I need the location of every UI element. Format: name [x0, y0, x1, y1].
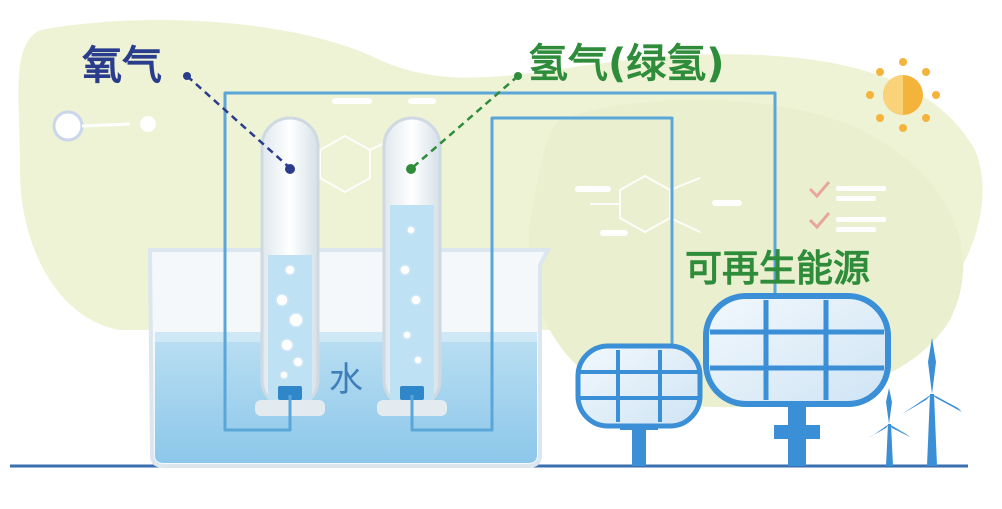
solar-panel-icon [575, 343, 703, 466]
wind-turbine-icon [868, 338, 962, 466]
node-icon [52, 110, 156, 142]
hydrogen-dot [406, 164, 416, 174]
renewable-energy-label: 可再生能源 [685, 247, 870, 290]
oxygen-label-dot [183, 72, 191, 80]
sun-icon [866, 58, 940, 132]
molecule-bars [332, 98, 742, 236]
hydrogen-label: 氢气(绿氢) [528, 41, 725, 87]
test-tube-icon [255, 116, 447, 416]
bubbles [275, 225, 423, 380]
circuit-wires [223, 91, 777, 432]
water-label: 水 [329, 360, 363, 400]
hydrogen-label-dot [514, 72, 522, 80]
solar-panel-icon [703, 293, 891, 466]
checkmark-icon [808, 181, 886, 232]
beaker-icon [147, 248, 552, 468]
oxygen-dot [285, 164, 295, 174]
water [155, 338, 537, 463]
electrode-icon [278, 386, 424, 400]
oxygen-label: 氧气 [82, 43, 162, 89]
